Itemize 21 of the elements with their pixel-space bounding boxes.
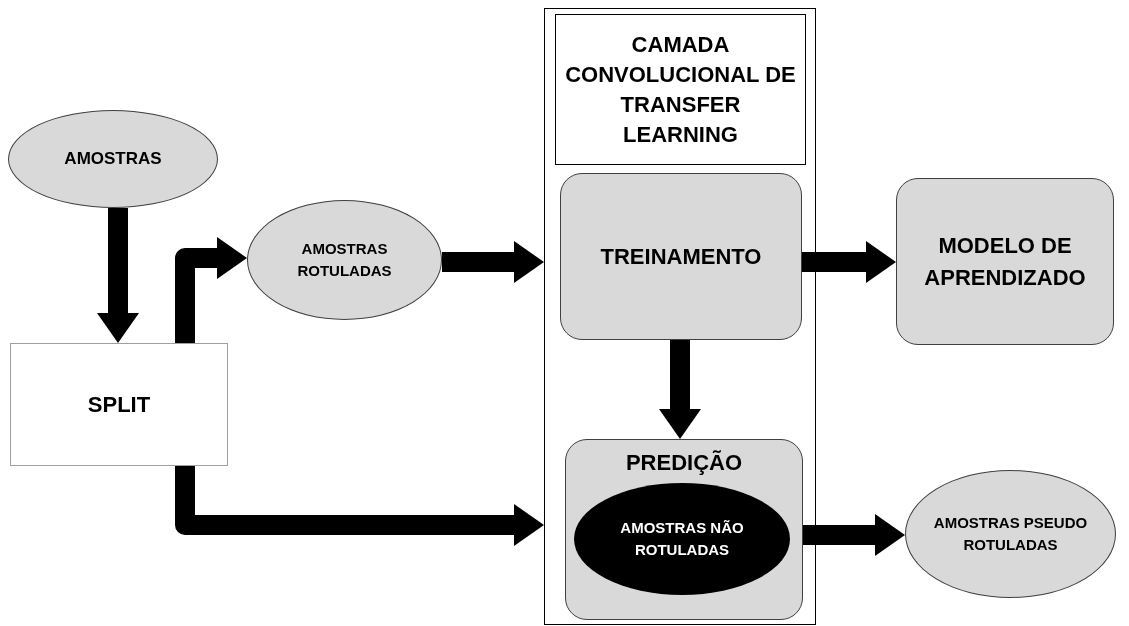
node-label: AMOSTRAS NÃO ROTULADAS xyxy=(619,518,745,560)
title-box xyxy=(555,14,806,165)
process-box xyxy=(565,439,803,620)
node-label: SPLIT xyxy=(86,391,152,419)
arrow xyxy=(802,241,896,283)
arrow xyxy=(659,340,701,439)
arrow xyxy=(175,237,247,343)
node-label: TREINAMENTO xyxy=(599,243,763,271)
node-label: AMOSTRAS xyxy=(63,148,163,171)
node-label: MODELO DE APRENDIZADO xyxy=(923,231,1087,292)
node-label: CAMADA CONVOLUCIONAL DE TRANSFER LEARNING xyxy=(564,30,797,149)
arrow xyxy=(442,241,544,283)
node-label: AMOSTRAS ROTULADAS xyxy=(296,238,393,281)
process-box xyxy=(560,173,802,340)
node-label: PREDIÇÃO xyxy=(624,449,744,477)
layer-column xyxy=(544,8,816,625)
arrow xyxy=(97,208,139,343)
process-box xyxy=(10,343,228,466)
node-label: AMOSTRAS PSEUDO ROTULADAS xyxy=(932,513,1089,555)
process-box xyxy=(896,178,1114,345)
arrow xyxy=(803,514,905,556)
